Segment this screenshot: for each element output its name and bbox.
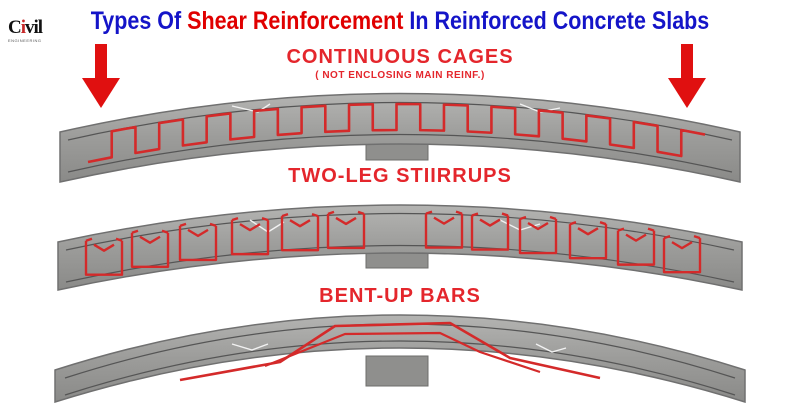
logo-text-c: C bbox=[8, 17, 22, 38]
logo-text-vil: vil bbox=[25, 17, 43, 38]
slab-bent-up-bars bbox=[54, 314, 746, 404]
stirrup-6 bbox=[326, 210, 366, 250]
bottom-main-bar-3 bbox=[64, 340, 736, 396]
stirrup-12 bbox=[662, 235, 702, 274]
top-main-bar-2 bbox=[65, 212, 735, 251]
slab-body-2 bbox=[57, 204, 743, 291]
stirrup-4 bbox=[230, 216, 270, 256]
slab-two-leg-stirrups bbox=[57, 204, 743, 291]
section-label-continuous-cages: CONTINUOUS CAGES bbox=[286, 46, 514, 68]
bent-up-bar-inner bbox=[264, 331, 541, 374]
section-label-bent-up-bars: BENT-UP BARS bbox=[319, 285, 481, 307]
logo-tagline: ENGINEERING bbox=[8, 38, 42, 43]
slab-continuous-cages bbox=[59, 92, 741, 183]
slab-body-1 bbox=[59, 92, 741, 183]
stirrup-8 bbox=[470, 212, 510, 251]
logo-mark: Civil bbox=[8, 18, 56, 37]
stirrup-10 bbox=[568, 221, 608, 260]
support-column-3 bbox=[365, 355, 429, 387]
stirrup-11 bbox=[616, 227, 656, 266]
load-arrow-right bbox=[668, 44, 706, 108]
two-leg-stirrups-group bbox=[84, 210, 702, 276]
stirrup-1 bbox=[84, 237, 124, 276]
stirrup-7 bbox=[424, 210, 464, 249]
title-part-1: Types Of bbox=[90, 7, 188, 35]
section-note-continuous-cages: ( NOT ENCLOSING MAIN REINF.) bbox=[315, 70, 485, 81]
load-arrow-left bbox=[82, 44, 120, 108]
section-label-two-leg-stirrups: TWO-LEG STIIRRUPS bbox=[288, 165, 512, 187]
stirrup-2 bbox=[130, 229, 170, 268]
bottom-main-bar-1 bbox=[67, 133, 733, 173]
title-part-3: In Reinforced Concrete Slabs bbox=[403, 7, 710, 35]
stirrup-3 bbox=[178, 222, 218, 262]
bent-up-bar-outer bbox=[179, 321, 601, 382]
continuous-cage-rebar bbox=[87, 102, 706, 164]
title-part-2: Shear Reinforcement bbox=[187, 7, 404, 35]
page-title: Types Of Shear Reinforcement In Reinforc… bbox=[56, 4, 744, 38]
crack-lines-3 bbox=[231, 343, 567, 353]
stirrup-9 bbox=[518, 215, 558, 255]
slab-body-3 bbox=[54, 314, 746, 404]
civil-logo: Civil ENGINEERING bbox=[8, 18, 56, 44]
stirrup-5 bbox=[280, 213, 320, 252]
logo-text-i: i bbox=[20, 17, 26, 38]
